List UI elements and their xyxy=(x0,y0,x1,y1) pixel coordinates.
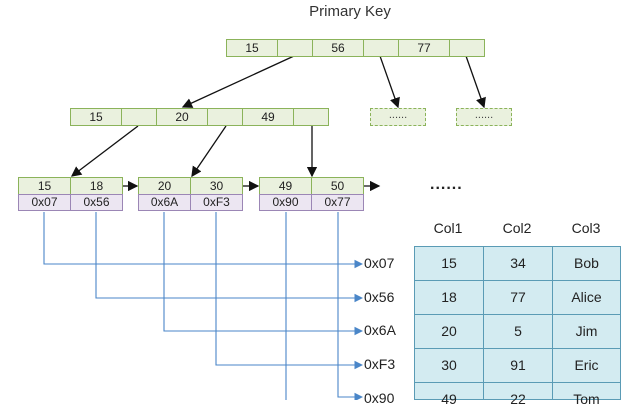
table-cell: 34 xyxy=(483,246,553,281)
root-pointer-slot-1 xyxy=(277,39,313,57)
leaf-addr: 0xF3 xyxy=(190,194,243,211)
leaf-addr: 0x90 xyxy=(259,194,312,211)
leaf-continuation: ...... xyxy=(430,176,463,193)
root-key-2: 56 xyxy=(312,39,364,57)
table-cell: 30 xyxy=(414,348,484,383)
root-key-1: 15 xyxy=(226,39,278,57)
row-address: 0x6A xyxy=(364,322,396,338)
record-pointer-0xF3 xyxy=(215,212,364,370)
table-cell: 77 xyxy=(483,280,553,315)
internal-pointer-1 xyxy=(70,125,139,177)
root-pointer-slot-2 xyxy=(363,39,399,57)
internal-pointer-slot-1 xyxy=(121,108,157,126)
root-pointer-slot-3 xyxy=(449,39,485,57)
record-pointer-0x6A xyxy=(163,212,364,336)
leaf-key: 49 xyxy=(259,177,312,195)
table-cell: 91 xyxy=(483,348,553,383)
leaf-addr: 0x6A xyxy=(138,194,191,211)
row-address: 0xF3 xyxy=(364,356,396,372)
table-header-col3: Col3 xyxy=(571,220,601,236)
table-header-col2: Col2 xyxy=(502,220,532,236)
table-cell: 18 xyxy=(414,280,484,315)
leaf-addr: 0x56 xyxy=(70,194,123,211)
table-cell: 5 xyxy=(483,314,553,349)
internal-key-2: 20 xyxy=(156,108,208,126)
table-cell: Tom xyxy=(552,382,621,407)
leaf-key: 30 xyxy=(190,177,243,195)
table-cell: Jim xyxy=(552,314,621,349)
record-pointer-0x56 xyxy=(95,212,364,303)
internal-pointer-2 xyxy=(191,125,227,178)
leaf-addr: 0x07 xyxy=(18,194,71,211)
internal-pointer-slot-3 xyxy=(293,108,329,126)
row-address: 0x56 xyxy=(364,289,395,305)
internal-key-3: 49 xyxy=(242,108,294,126)
table-cell: 15 xyxy=(414,246,484,281)
root-pointer-1 xyxy=(181,55,295,108)
table-cell: 20 xyxy=(414,314,484,349)
table-cell: Alice xyxy=(552,280,621,315)
row-address: 0x90 xyxy=(364,390,395,406)
leaf-addr: 0x77 xyxy=(311,194,364,211)
root-pointer-4 xyxy=(465,55,486,109)
leaf-key: 50 xyxy=(311,177,364,195)
table-header-col1: Col1 xyxy=(433,220,463,236)
table-cell: Bob xyxy=(552,246,621,281)
table-cell: 49 xyxy=(414,382,484,407)
connector-layer xyxy=(43,55,486,400)
leaf-key: 20 xyxy=(138,177,191,195)
table-cell: 22 xyxy=(483,382,553,407)
row-address: 0x07 xyxy=(364,255,395,271)
diagram-title: Primary Key xyxy=(0,3,644,20)
record-pointer-0x77 xyxy=(337,212,364,400)
placeholder-node-1: ...... xyxy=(370,108,426,126)
root-key-3: 77 xyxy=(398,39,450,57)
placeholder-node-2: ...... xyxy=(456,108,512,126)
leaf-key: 18 xyxy=(70,177,123,195)
title-text: Primary Key xyxy=(309,3,391,20)
root-pointer-3 xyxy=(379,55,400,109)
table-cell: Eric xyxy=(552,348,621,383)
leaf-key: 15 xyxy=(18,177,71,195)
internal-pointer-slot-2 xyxy=(207,108,243,126)
record-pointer-0x07 xyxy=(43,212,364,269)
internal-key-1: 15 xyxy=(70,108,122,126)
